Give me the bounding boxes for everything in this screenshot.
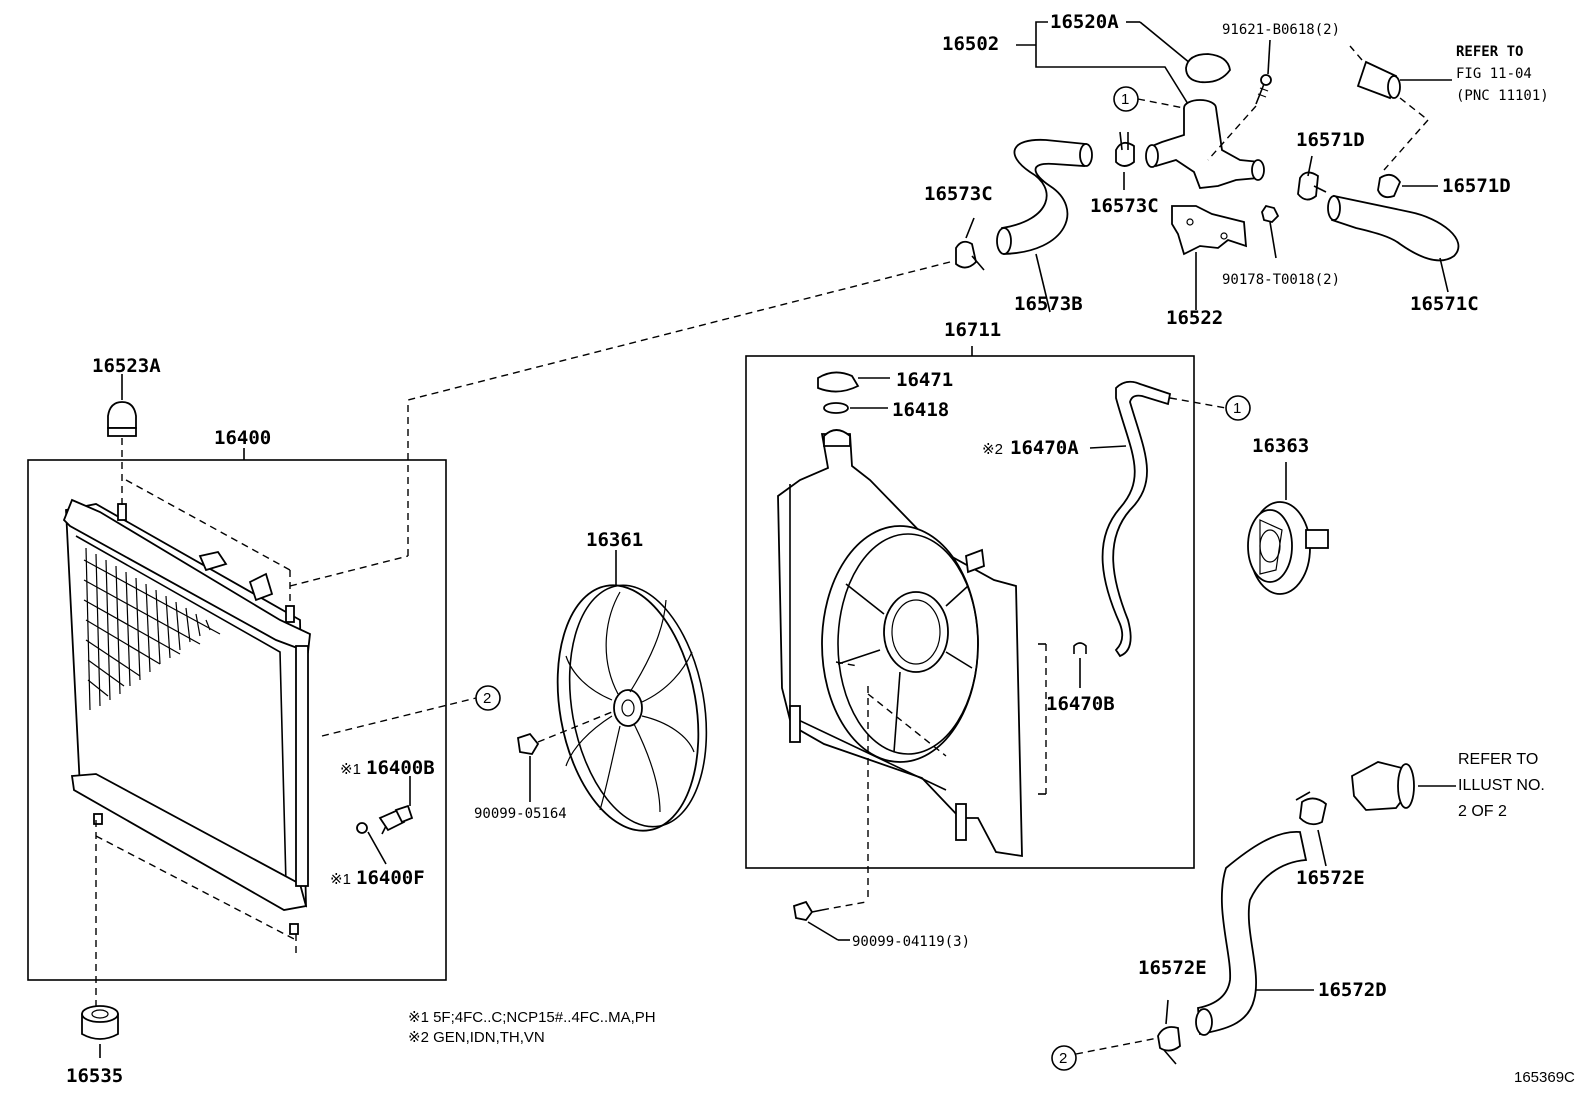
label-91621-B0618: 91621-B0618(2) (1222, 22, 1340, 38)
bracket-16502 (1016, 21, 1197, 105)
label-16572E-upper: 16572E (1296, 867, 1365, 889)
o-ring-16400F (356, 822, 387, 865)
label-16571D-right: 16571D (1442, 175, 1511, 197)
label-16572D: 16572D (1318, 979, 1387, 1001)
shroud-16711 (777, 429, 1023, 900)
label-16470A: 16470A (1010, 437, 1079, 459)
refer-illust-line2: ILLUST NO. (1458, 777, 1545, 794)
refer-fig-line3: (PNC 11101) (1456, 88, 1549, 104)
filler-neck (1145, 99, 1265, 189)
clamp-16572E-lower (1157, 999, 1181, 1065)
label-16573B: 16573B (1014, 293, 1083, 315)
label-16400: 16400 (214, 427, 271, 449)
bracket-16522 (1171, 205, 1248, 310)
footnote-2: ※2 GEN,IDN,TH,VN (408, 1029, 545, 1046)
label-16573C-left: 16573C (924, 183, 993, 205)
radiator-box-16400 (27, 448, 447, 981)
label-16711: 16711 (944, 319, 1001, 341)
circle1-shroud-text: 1 (1233, 400, 1241, 417)
callout-circle-1-top (1113, 86, 1185, 112)
label-16470B: 16470B (1046, 693, 1115, 715)
thermostat-housing (1351, 761, 1456, 811)
clamp-16573C-left (407, 217, 985, 401)
footnote-1: ※1 5F;4FC..C;NCP15#..4FC..MA,PH (408, 1009, 656, 1026)
label-16520A: 16520A (1050, 11, 1119, 33)
mount-16535 (81, 820, 297, 1058)
refer-fig-line1: REFER TO (1456, 44, 1523, 60)
clamp-16571D-right (1377, 173, 1438, 199)
hose-16573B (996, 139, 1093, 313)
refer-fig-line2: FIG 11-04 (1456, 66, 1532, 82)
label-16523A: 16523A (92, 355, 161, 377)
radiator-16400 (62, 498, 311, 935)
fan-16361 (556, 550, 708, 832)
label-16571D-left: 16571D (1296, 129, 1365, 151)
clamp-16571D-left (1297, 155, 1327, 201)
label-90099-05164: 90099-05164 (474, 806, 567, 822)
label-90099-04119: 90099-04119(3) (852, 934, 970, 950)
clamp-16573C-right (1115, 131, 1135, 190)
hose-16571C (1327, 194, 1460, 293)
label-16471: 16471 (896, 369, 953, 391)
circle1-top-text: 1 (1121, 91, 1129, 108)
hose-16470A (1089, 380, 1172, 658)
label-16400F: 16400F (356, 867, 425, 889)
refer-illust-line3: 2 OF 2 (1458, 803, 1507, 820)
label-16363: 16363 (1252, 435, 1309, 457)
marker-note2-16470A: ※2 (982, 441, 1003, 458)
circle2-lower-text: 2 (1059, 1050, 1067, 1067)
label-16522: 16522 (1166, 307, 1223, 329)
fan-blades (565, 591, 695, 813)
gasket-16418 (823, 402, 888, 414)
callout-circle-1-shroud (1169, 395, 1251, 421)
label-16400B: 16400B (366, 757, 435, 779)
label-16418: 16418 (892, 399, 949, 421)
marker-note1-16400F: ※1 (330, 871, 351, 888)
label-90178-T0018: 90178-T0018(2) (1222, 272, 1340, 288)
marker-note1-16400B: ※1 (340, 761, 361, 778)
refer-illust-line1: REFER TO (1458, 751, 1538, 768)
circle2-radiator-text: 2 (483, 690, 491, 707)
label-16571C: 16571C (1410, 293, 1479, 315)
cap-16523A (107, 374, 409, 606)
shroud-box-16711 (745, 346, 1195, 869)
hose-16572D (1195, 831, 1314, 1036)
reservoir-cap-16471 (817, 371, 890, 393)
drain-plug-16400B (378, 776, 414, 835)
hose-refer-fig (1349, 45, 1452, 171)
label-16572E-lower: 16572E (1138, 957, 1207, 979)
radiator-core (83, 547, 221, 711)
motor-16363 (1247, 462, 1329, 595)
callout-circle-2-radiator (321, 685, 501, 737)
callout-circle-2-lower (1051, 1037, 1159, 1071)
radiator-cap-16520A (1185, 53, 1231, 84)
figure-id: 165369C (1514, 1069, 1575, 1086)
bolt-90178-T0018 (1261, 204, 1280, 259)
label-16573C-right: 16573C (1090, 195, 1159, 217)
nut-90099-05164 (517, 711, 613, 802)
label-16361: 16361 (586, 529, 643, 551)
screw-90099-04119 (792, 900, 867, 941)
label-16502: 16502 (942, 33, 999, 55)
clamp-16572E-upper (1295, 791, 1327, 867)
label-16535: 16535 (66, 1065, 123, 1087)
bolt-91621-B0618 (1207, 39, 1272, 161)
clip-16470B (1038, 642, 1087, 795)
